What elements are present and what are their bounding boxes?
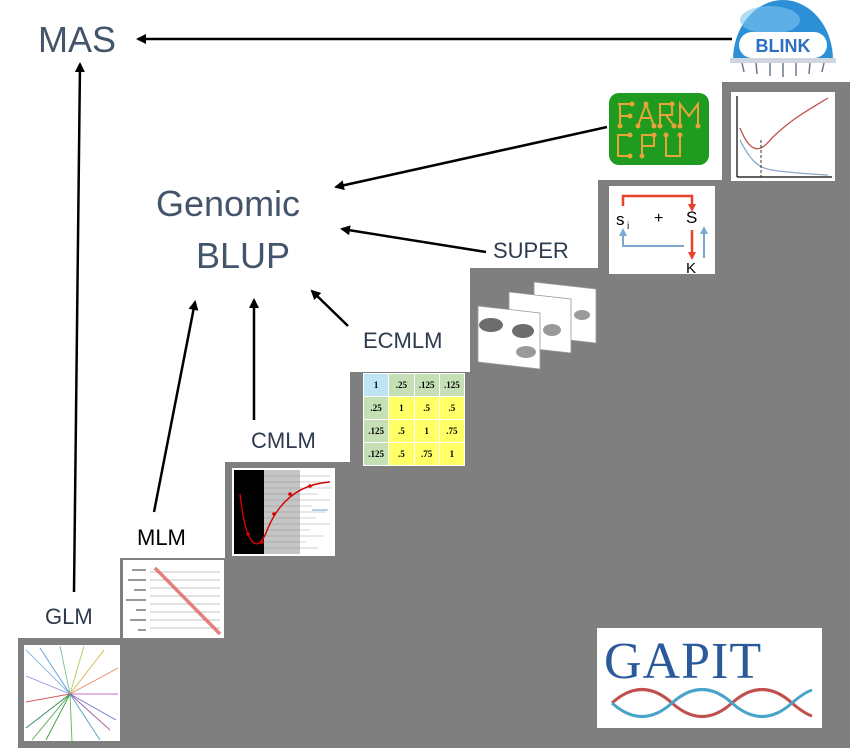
arrow-mlm-to-gblup (152, 300, 199, 513)
arrow-farmcpu-to-gblup (334, 125, 608, 191)
arrow-glm-to-mas (72, 62, 85, 593)
super-k: K (686, 260, 696, 277)
cmlm-thumbnail (232, 468, 335, 556)
blink-plot-thumbnail (731, 92, 835, 181)
matrix-cell: 1 (438, 442, 466, 466)
matrix-cell: .5 (388, 419, 415, 443)
blink-logo: BLINK (730, 0, 836, 77)
gapit-logo-box (597, 628, 822, 728)
arrows (72, 34, 732, 593)
genomic-blup-line2: BLUP (196, 235, 291, 276)
method-glm: GLM (45, 604, 93, 629)
mlm-thumbnail (123, 560, 224, 638)
arrow-ecmlm-to-gblup (310, 289, 349, 327)
matrix-cell: 1 (413, 419, 440, 443)
matrix-cell: .75 (438, 419, 466, 443)
matrix-cell: .25 (362, 396, 390, 420)
arrow-super-to-gblup (340, 225, 487, 254)
mas-label: MAS (38, 19, 117, 60)
matrix-cell: .5 (438, 396, 466, 420)
matrix-cell: 1 (388, 396, 415, 420)
matrix-cell: .125 (438, 373, 466, 397)
super-plus: + (654, 210, 663, 227)
matrix-cell: .125 (362, 442, 390, 466)
method-super: SUPER (493, 238, 569, 263)
matrix-cell: .25 (388, 373, 415, 397)
method-cmlm: CMLM (251, 428, 316, 453)
matrix-cell: 1 (362, 373, 390, 397)
method-ecmlm: ECMLM (363, 328, 443, 353)
blink-logo-text: BLINK (756, 36, 811, 56)
super-cycle-diagram: s i + S K (609, 186, 715, 277)
ecmlm-kinship-matrix: 1 .25 .125 .125 .25 1 .5 .5 .125 .5 1 .7… (362, 373, 466, 466)
glm-thumbnail (24, 645, 120, 743)
matrix-cell: .5 (388, 442, 415, 466)
farmcpu-logo (609, 93, 709, 165)
gapit-logo-text: GAPIT (604, 633, 763, 690)
method-mlm: MLM (137, 525, 186, 550)
super-s-i-subscript: i (627, 221, 629, 232)
super-slide-stack (477, 281, 597, 370)
matrix-cell: .125 (413, 373, 440, 397)
genomic-blup-line1: Genomic (156, 183, 301, 224)
matrix-cell: .5 (413, 396, 440, 420)
matrix-cell: .75 (413, 442, 440, 466)
super-s: S (686, 208, 697, 227)
super-s-i: s (616, 210, 625, 229)
matrix-cell: .125 (362, 419, 390, 443)
